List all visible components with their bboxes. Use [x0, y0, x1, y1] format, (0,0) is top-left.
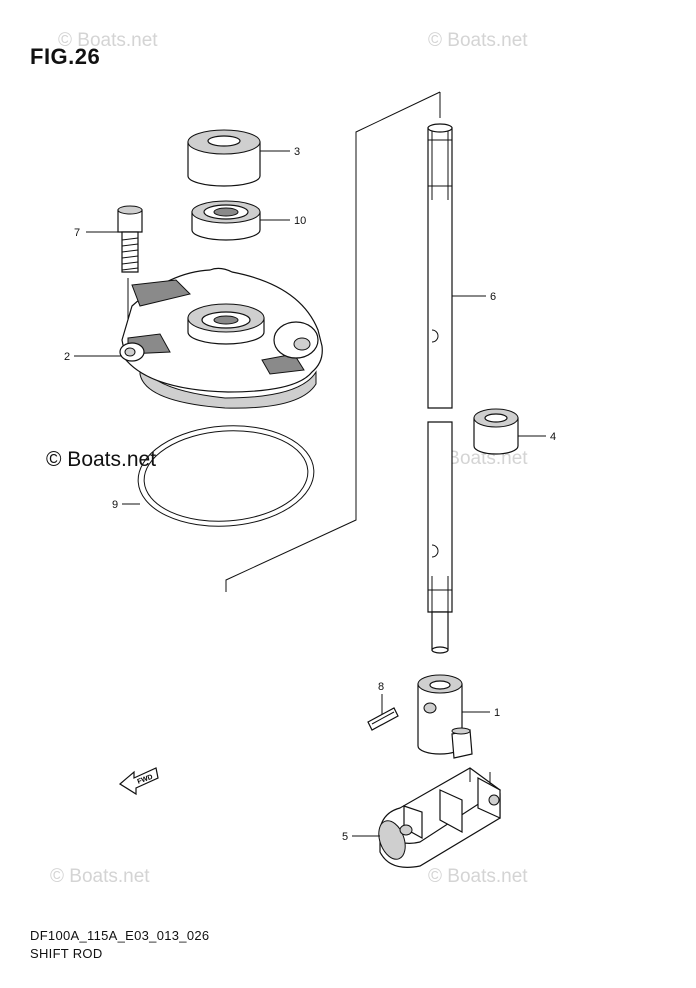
- part-shift-rod-6[interactable]: [427, 123, 453, 409]
- callout-number: 2: [64, 351, 70, 363]
- part-shift-rod-6-lower[interactable]: [427, 421, 453, 654]
- part-bushing-3[interactable]: [187, 129, 261, 187]
- part-oil-seal-10[interactable]: [191, 200, 261, 241]
- part-pin-8[interactable]: [367, 707, 399, 731]
- watermark-strong: © Boats.net: [46, 448, 157, 471]
- callout-8[interactable]: 8: [378, 681, 384, 714]
- callout-5[interactable]: 5: [342, 831, 380, 843]
- callout-7[interactable]: 7: [74, 227, 118, 239]
- callout-number: 4: [550, 431, 556, 443]
- part-cover-2[interactable]: [119, 267, 323, 409]
- callout-number: 5: [342, 831, 348, 843]
- callout-number: 10: [294, 215, 306, 227]
- callout-3[interactable]: 3: [260, 146, 300, 158]
- assembly-bracket: [225, 91, 441, 592]
- part-o-ring-9[interactable]: [135, 420, 318, 532]
- callout-number: 6: [490, 291, 496, 303]
- callout-number: 8: [378, 681, 384, 693]
- part-joint-1[interactable]: [417, 674, 473, 759]
- callout-10[interactable]: 10: [260, 215, 306, 227]
- fwd-arrow-icon: FWD: [118, 767, 159, 796]
- diagram-code: DF100A_115A_E03_013_026: [30, 928, 210, 943]
- callout-number: 3: [294, 146, 300, 158]
- callout-6[interactable]: 6: [452, 291, 496, 303]
- callout-number: 7: [74, 227, 80, 239]
- callout-1[interactable]: 1: [462, 707, 500, 719]
- callout-4[interactable]: 4: [518, 431, 556, 443]
- watermark: © Boats.net: [58, 30, 158, 51]
- figure-label: FIG.26: [30, 44, 101, 69]
- callout-number: 9: [112, 499, 118, 511]
- callout-2[interactable]: 2: [64, 351, 122, 363]
- diagram-title: SHIFT ROD: [30, 946, 103, 961]
- watermark: © Boats.net: [50, 866, 150, 887]
- watermark: © Boats.net: [428, 30, 528, 51]
- part-bolt-7[interactable]: [117, 205, 143, 273]
- part-spacer-4[interactable]: [473, 408, 519, 455]
- callout-9[interactable]: 9: [112, 499, 140, 511]
- callout-number: 1: [494, 707, 500, 719]
- watermark: © Boats.net: [428, 866, 528, 887]
- part-shift-slider-5[interactable]: [374, 767, 502, 868]
